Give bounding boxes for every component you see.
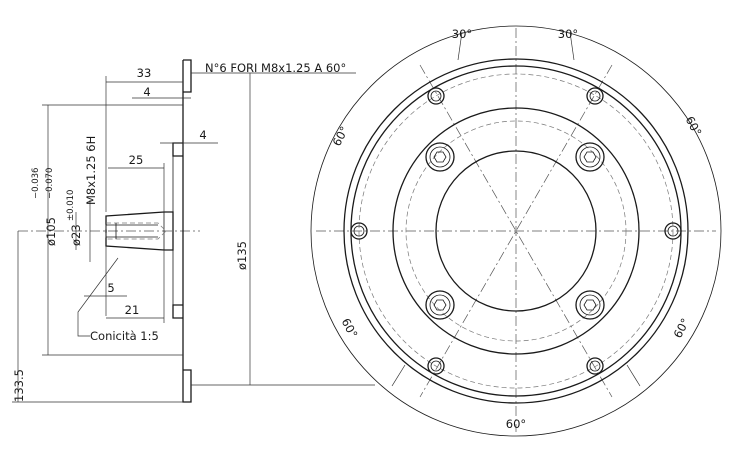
dim-thread-text: M8x1.25 6H (84, 136, 98, 205)
inner-bolt-circle (405, 120, 627, 342)
flange-profile (172, 59, 192, 403)
outer-hole (664, 222, 682, 240)
socket-screw (575, 142, 605, 172)
taper-label: Conicità 1:5 (90, 329, 159, 343)
angle-60-lower-left: 60° (339, 316, 361, 341)
dim-21-text: 21 (125, 303, 140, 317)
tol-d105-lower: −0.070 (45, 168, 55, 199)
dim-d23-text: ø23 (69, 224, 83, 246)
socket-screw (575, 290, 605, 320)
dim-d105-text: ø105 (44, 217, 58, 246)
threaded-hole (105, 222, 167, 240)
dim-33-text: 33 (137, 66, 152, 80)
outer-hole (586, 357, 604, 375)
tol-d105-upper: −0.036 (31, 168, 41, 199)
center-hub-circle (435, 150, 597, 312)
dim-5-text: 5 (107, 281, 114, 295)
outer-hole (586, 87, 604, 105)
tol-d23: ±0.010 (66, 190, 76, 221)
dim-25-text: 25 (129, 153, 144, 167)
angle-tick (391, 364, 406, 387)
outer-hole (427, 357, 445, 375)
dim-d135-text: ø135 (235, 241, 249, 270)
note-holes: N°6 FORI M8x1.25 A 60° (205, 61, 346, 75)
front-diagonal-centerline-1 (419, 64, 613, 398)
angle-60-upper-left: 60° (330, 124, 352, 149)
side-view: 33 4 4 25 M8x1.25 6H ø105 −0.036 −0.070 … (12, 59, 375, 403)
dim-4-top-text: 4 (143, 85, 150, 99)
angle-arc-circle (310, 25, 722, 437)
angle-tick (457, 31, 463, 61)
dim-4-mid-text: 4 (199, 128, 206, 142)
angle-60-upper-right: 60° (683, 114, 705, 139)
outer-flange-circle (343, 58, 689, 404)
angle-60-bottom: 60° (506, 417, 526, 431)
outer-hole (427, 87, 445, 105)
inner-ring-circle (392, 107, 640, 355)
socket-screw (425, 142, 455, 172)
bolt-circle (358, 73, 674, 389)
taper-leader (77, 257, 119, 337)
outer-hole (350, 222, 368, 240)
angle-30-left: 30° (452, 27, 472, 41)
dim-133-5-text: 133.5 (12, 369, 26, 402)
front-view: 30° 30° 60° 60° 60° 60° 60° (310, 25, 722, 437)
front-diagonal-centerline-2 (419, 64, 613, 398)
angle-tick (569, 31, 575, 61)
angle-60-lower-right: 60° (671, 316, 693, 341)
angle-tick (626, 364, 641, 387)
angle-30-right: 30° (558, 27, 578, 41)
socket-screw (425, 290, 455, 320)
